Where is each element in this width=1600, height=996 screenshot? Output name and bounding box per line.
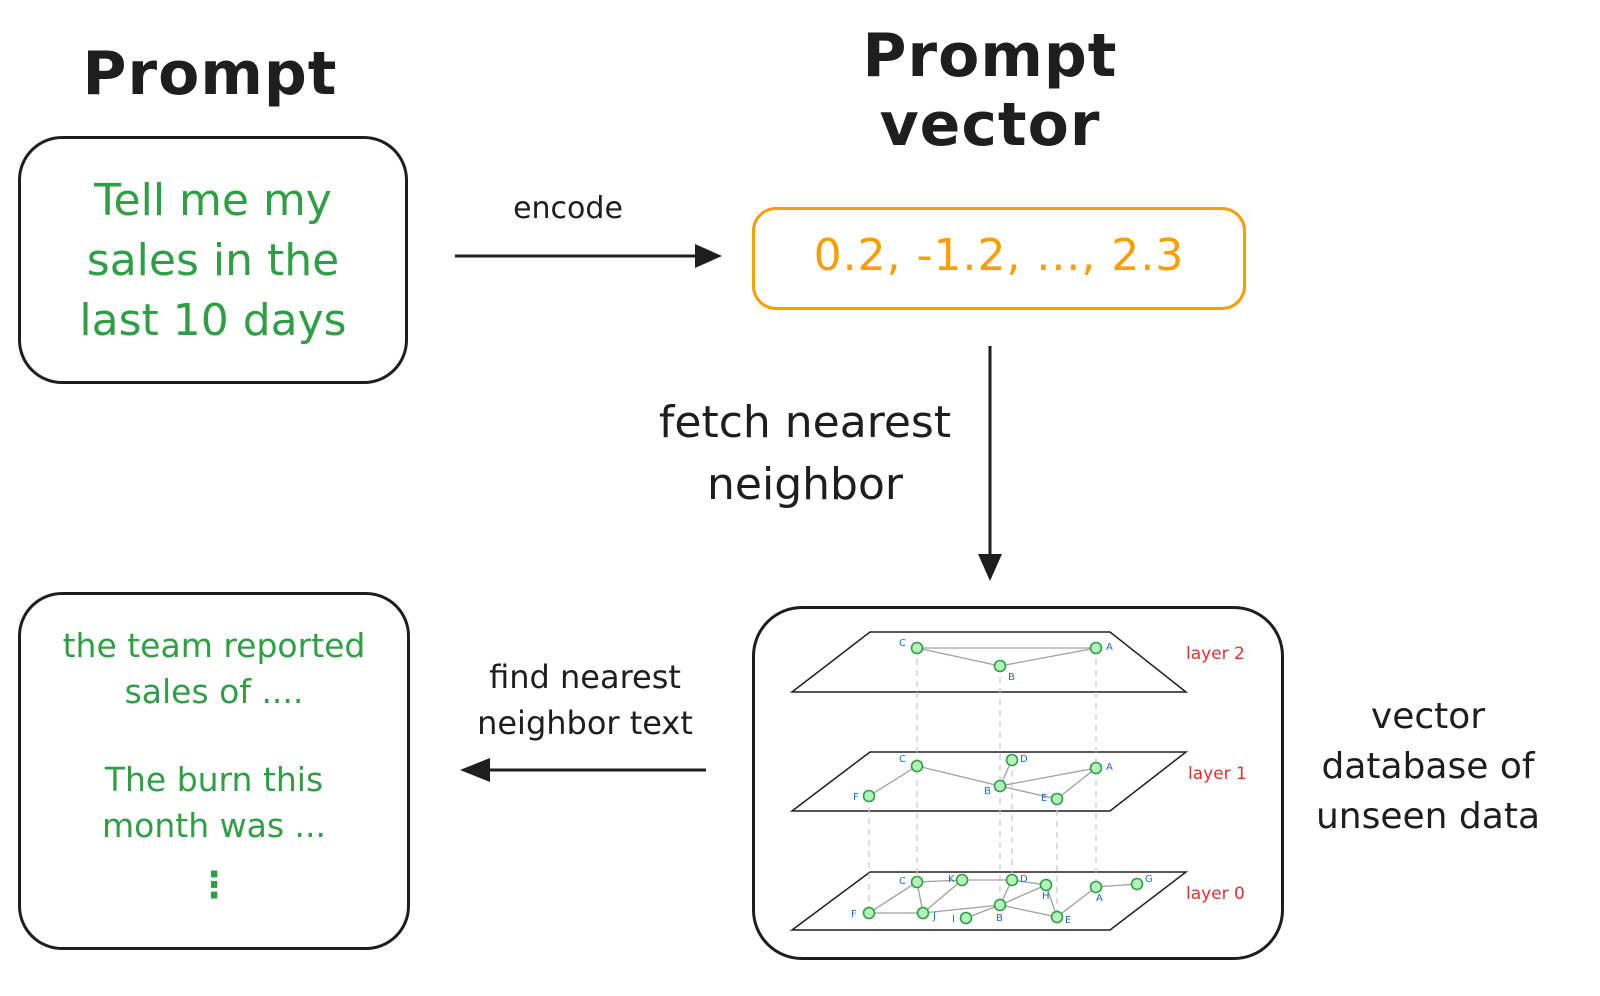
encode-arrow xyxy=(455,244,722,268)
result-paragraph-2: The burn this month was ... xyxy=(21,757,407,849)
result-ellipsis: ⋮ xyxy=(196,865,232,906)
result-paragraph-1-line-1: the team reported xyxy=(62,626,366,665)
result-paragraph-2-line-2: month was ... xyxy=(102,806,326,845)
fetch-label-line-2: neighbor xyxy=(707,458,903,510)
prompt-box: Tell me my sales in the last 10 days xyxy=(18,136,408,384)
prompt-text: Tell me my sales in the last 10 days xyxy=(21,171,405,351)
find-arrow xyxy=(460,758,706,782)
encode-label: encode xyxy=(513,191,623,226)
find-label-line-1: find nearest xyxy=(489,658,681,696)
database-caption-line-1: vector xyxy=(1370,696,1486,737)
layer-0-label: layer 0 xyxy=(1186,884,1245,904)
fetch-label-line-1: fetch nearest xyxy=(658,397,952,448)
database-caption-line-2: database of xyxy=(1321,746,1535,787)
prompt-text-line-2: sales in the xyxy=(86,235,340,286)
database-caption-line-3: unseen data xyxy=(1315,796,1541,837)
find-label: find nearest neighbor text xyxy=(440,654,730,746)
layer-1-label: layer 1 xyxy=(1188,764,1247,784)
find-label-line-2: neighbor text xyxy=(477,704,693,742)
prompt-vector-title-line-2: vector xyxy=(879,90,1101,160)
layer-2-label: layer 2 xyxy=(1186,644,1245,664)
fetch-label: fetch nearest neighbor xyxy=(610,392,1000,515)
prompt-title: Prompt xyxy=(82,39,338,109)
result-paragraph-2-line-1: The burn this xyxy=(104,760,324,799)
result-paragraph-1-line-2: sales of .... xyxy=(124,672,304,711)
result-paragraph-1: the team reported sales of .... xyxy=(21,623,407,715)
vector-value: 0.2, -1.2, ..., 2.3 xyxy=(813,230,1185,281)
prompt-text-line-3: last 10 days xyxy=(79,295,347,346)
database-caption: vector database of unseen data xyxy=(1296,692,1560,842)
result-box: the team reported sales of .... The burn… xyxy=(18,592,410,950)
prompt-text-line-1: Tell me my xyxy=(94,175,332,226)
prompt-vector-title-line-1: Prompt xyxy=(862,21,1118,91)
vector-box: 0.2, -1.2, ..., 2.3 xyxy=(752,207,1246,310)
prompt-vector-title: Prompt vector xyxy=(830,22,1150,160)
